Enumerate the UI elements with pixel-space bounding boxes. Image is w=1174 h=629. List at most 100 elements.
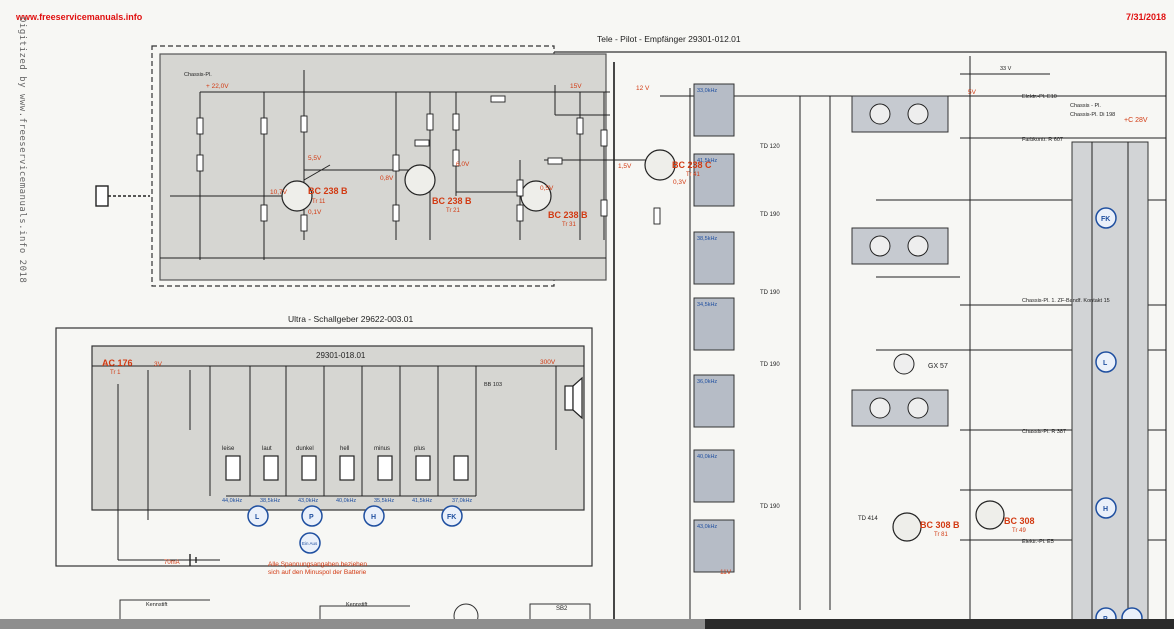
voltage-10-7v: 10,7V bbox=[270, 189, 288, 196]
switch-modules bbox=[851, 95, 949, 427]
transistor-t11-symbol bbox=[281, 180, 313, 212]
indicator-l bbox=[1095, 351, 1117, 373]
voltage-12v: 12 V bbox=[636, 85, 650, 92]
output-chassis-di198: Chassis-Pl. Di 198 bbox=[1070, 112, 1115, 118]
indicator-h-label: H bbox=[1103, 506, 1108, 513]
transistor-t81-label: BC 308 B bbox=[920, 520, 960, 530]
voltage-0-3v: 0,3V bbox=[673, 179, 687, 186]
transistor-t21-label: BC 238 B bbox=[432, 196, 472, 206]
output-elektr-e10: Elektr.-Pl. E10 bbox=[1022, 94, 1057, 100]
switch-dunkel: dunkel bbox=[296, 446, 314, 452]
transistor-t11-label: BC 238 B bbox=[308, 186, 348, 196]
voltage-11v: 11V bbox=[720, 569, 732, 576]
transistor-t31-ref: Tr 31 bbox=[562, 222, 576, 228]
tx-button-l: L bbox=[255, 514, 260, 521]
switch-minus: minus bbox=[374, 446, 390, 452]
transistor-t81-symbol bbox=[892, 512, 922, 542]
transistor-t1-ref: Tr 1 bbox=[110, 370, 121, 376]
tx-freq-leise: 44,0kHz bbox=[222, 498, 242, 504]
note-line2: sich auf den Minuspol der Batterie bbox=[268, 569, 367, 576]
transistor-t49-symbol bbox=[975, 500, 1005, 530]
diode-td190-d: TD 190 bbox=[760, 504, 780, 510]
transmitter-buttons bbox=[247, 505, 463, 554]
output-farbkontr: Farbkontr. R 607 bbox=[1022, 137, 1063, 143]
voltage-28v: +C 28V bbox=[1124, 117, 1148, 124]
transmitter-frame bbox=[55, 327, 593, 567]
tx-freq-fk: 37,0kHz bbox=[452, 498, 472, 504]
board-title: 29301-018.01 bbox=[316, 351, 366, 360]
diode-td414: TD 414 bbox=[858, 516, 878, 522]
date-watermark: 7/31/2018 bbox=[1125, 12, 1166, 22]
freq-c: 36,0kHz bbox=[697, 379, 717, 385]
filter-modules bbox=[693, 83, 735, 573]
indicator-l-label: L bbox=[1103, 360, 1108, 367]
voltage-5-5v: 5,5V bbox=[308, 155, 322, 162]
diode-33v: 33 V bbox=[1000, 66, 1012, 72]
freq-e: 41,5kHz bbox=[697, 158, 717, 164]
kennstift-left: Kennstift bbox=[146, 602, 168, 608]
note-line1: Alle Spannungsangaben beziehen bbox=[268, 561, 367, 568]
voltage-3v: 3V bbox=[154, 361, 163, 368]
voltage-1-5v: 1,5V bbox=[618, 163, 632, 170]
chassis-label: Chassis-Pl. bbox=[184, 72, 212, 78]
voltage-6-0v: 6,0V bbox=[456, 161, 470, 168]
indicator-fk-label: FK bbox=[1101, 216, 1110, 223]
sb2-label: SB2 bbox=[556, 606, 568, 612]
switch-leise: leise bbox=[222, 446, 235, 452]
diode-td120: TD 120 bbox=[760, 144, 780, 150]
gx57-lamp-icon bbox=[893, 353, 915, 375]
transistor-t49-label: BC 308 bbox=[1004, 516, 1035, 526]
battery-current: 70mA bbox=[164, 560, 180, 566]
receiver-frame bbox=[554, 51, 1167, 629]
transistor-t31-label: BC 238 B bbox=[548, 210, 588, 220]
freq-l: 40,0kHz bbox=[697, 454, 717, 460]
lamp-gx57: GX 57 bbox=[928, 363, 948, 370]
battery-icon bbox=[189, 554, 197, 566]
transmitter-shaded-board bbox=[91, 345, 585, 511]
diode-td190-c: TD 190 bbox=[760, 362, 780, 368]
freq-f: 34,5kHz bbox=[697, 302, 717, 308]
freq-p: 38,5kHz bbox=[697, 236, 717, 242]
tx-button-ein-aus: Ein Aus bbox=[302, 541, 318, 546]
transistor-t1-label: AC 176 bbox=[102, 358, 133, 368]
transistor-t81-ref: Tr 81 bbox=[934, 532, 948, 538]
input-jack-icon bbox=[95, 185, 150, 207]
amplifier-components bbox=[196, 95, 661, 232]
voltage-0-1v: 0,1V bbox=[308, 209, 322, 216]
output-elektr-e5: Elektr.-Pl. E5 bbox=[1022, 539, 1054, 545]
voltage-15v: 15V bbox=[570, 83, 582, 90]
transistor-t41-label: BC 238 C bbox=[672, 160, 712, 170]
transmitter-wiring bbox=[92, 365, 584, 561]
transistor-t49-ref: Tr 49 bbox=[1012, 528, 1026, 534]
switch-laut: laut bbox=[262, 446, 272, 452]
output-chassis-zf: Chassis-Pl. 1. ZF-Bandf. Kontakt 15 bbox=[1022, 298, 1110, 304]
transmitter-title: Ultra - Schallgeber 29622-003.01 bbox=[288, 314, 413, 324]
receiver-title: Tele - Pilot - Empfänger 29301-012.01 bbox=[597, 34, 741, 44]
tx-freq-laut: 38,5kHz bbox=[260, 498, 280, 504]
diode-bb103: BB 103 bbox=[484, 382, 502, 388]
tx-freq-dunkel: 43,0kHz bbox=[298, 498, 318, 504]
freq-d: 33,0kHz bbox=[697, 88, 717, 94]
voltage-22v: + 22,0V bbox=[206, 83, 229, 90]
transmitter-switches bbox=[225, 455, 469, 481]
indicator-h bbox=[1095, 497, 1117, 519]
voltage-5v: 5V bbox=[968, 89, 977, 96]
ultrasonic-transducer-icon bbox=[564, 376, 583, 420]
kennstift-right: Kennstift bbox=[346, 602, 368, 608]
tx-button-p: P bbox=[309, 514, 314, 521]
voltage-0-8v: 0,8V bbox=[380, 175, 394, 182]
transistor-t21-ref: Tr 21 bbox=[446, 208, 460, 214]
switch-hell: hell bbox=[340, 446, 349, 452]
indicator-fk bbox=[1095, 207, 1117, 229]
diode-td190-a: TD 190 bbox=[760, 212, 780, 218]
tx-button-h: H bbox=[371, 514, 376, 521]
transistor-t41-symbol bbox=[644, 149, 676, 181]
bottom-bar-dark bbox=[705, 619, 1174, 629]
transistor-t41-ref: Tr 41 bbox=[686, 172, 700, 178]
tx-freq-minus: 35,5kHz bbox=[374, 498, 394, 504]
switch-plus: plus bbox=[414, 446, 425, 452]
voltage-0-5v: 0,5V bbox=[540, 185, 554, 192]
diode-td190-b: TD 190 bbox=[760, 290, 780, 296]
tx-freq-plus: 41,5kHz bbox=[412, 498, 432, 504]
